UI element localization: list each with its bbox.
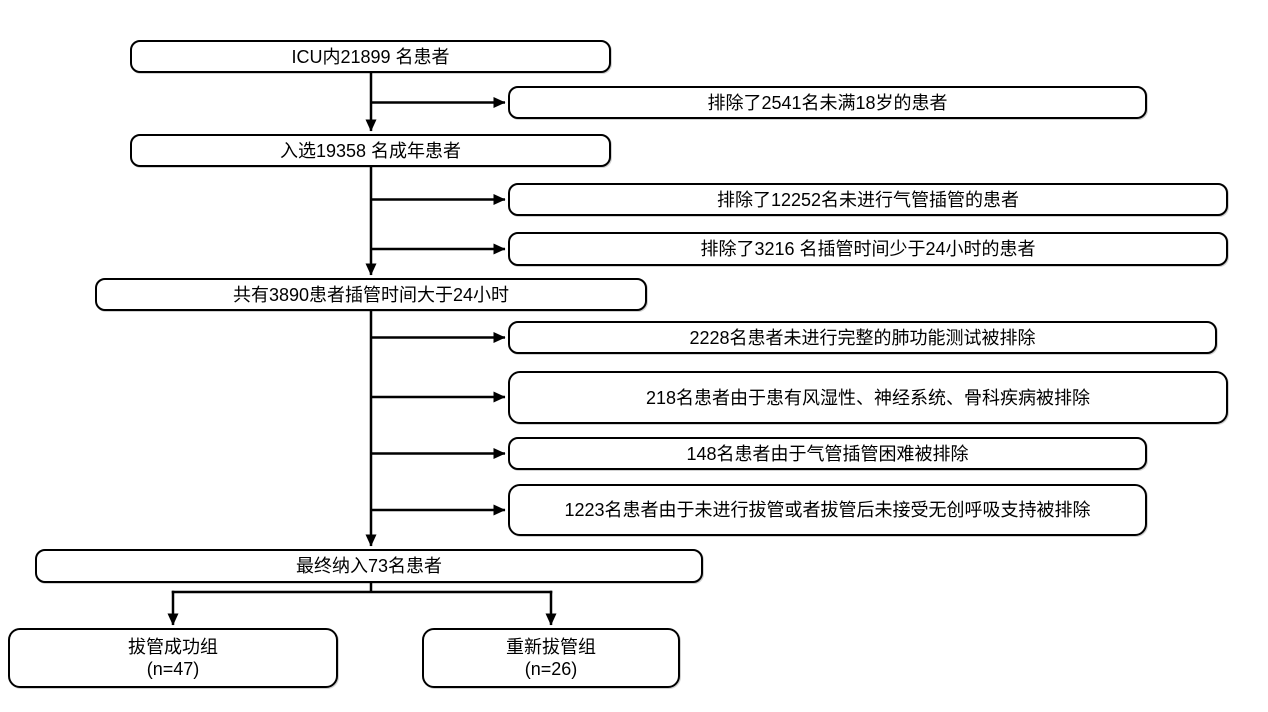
node-final-included: 最终纳入73名患者 xyxy=(35,549,703,583)
node-excluded-difficult-intubation: 148名患者由于气管插管困难被排除 xyxy=(508,437,1147,470)
node-excluded-intubation-under-24h: 排除了3216 名插管时间少于24小时的患者 xyxy=(508,232,1228,266)
node-excluded-rheumatic-neuro-ortho: 218名患者由于患有风湿性、神经系统、骨科疾病被排除 xyxy=(508,371,1228,424)
group-label: 重新拔管组 xyxy=(506,637,596,657)
node-reintubation-group: 重新拔管组 (n=26) xyxy=(422,628,680,688)
node-excluded-incomplete-lung-test: 2228名患者未进行完整的肺功能测试被排除 xyxy=(508,321,1217,354)
group-count: (n=47) xyxy=(146,659,200,679)
node-icu-patients: ICU内21899 名患者 xyxy=(130,40,611,73)
node-excluded-under-18: 排除了2541名未满18岁的患者 xyxy=(508,86,1147,119)
node-adult-patients: 入选19358 名成年患者 xyxy=(130,134,611,167)
node-extubation-success-group: 拔管成功组 (n=47) xyxy=(8,628,338,688)
node-excluded-no-extubation-or-niv: 1223名患者由于未进行拔管或者拔管后未接受无创呼吸支持被排除 xyxy=(508,484,1147,536)
group-count: (n=26) xyxy=(524,659,578,679)
group-label: 拔管成功组 xyxy=(128,637,218,657)
node-intubated-over-24h: 共有3890患者插管时间大于24小时 xyxy=(95,278,647,311)
node-excluded-not-intubated: 排除了12252名未进行气管插管的患者 xyxy=(508,183,1228,216)
